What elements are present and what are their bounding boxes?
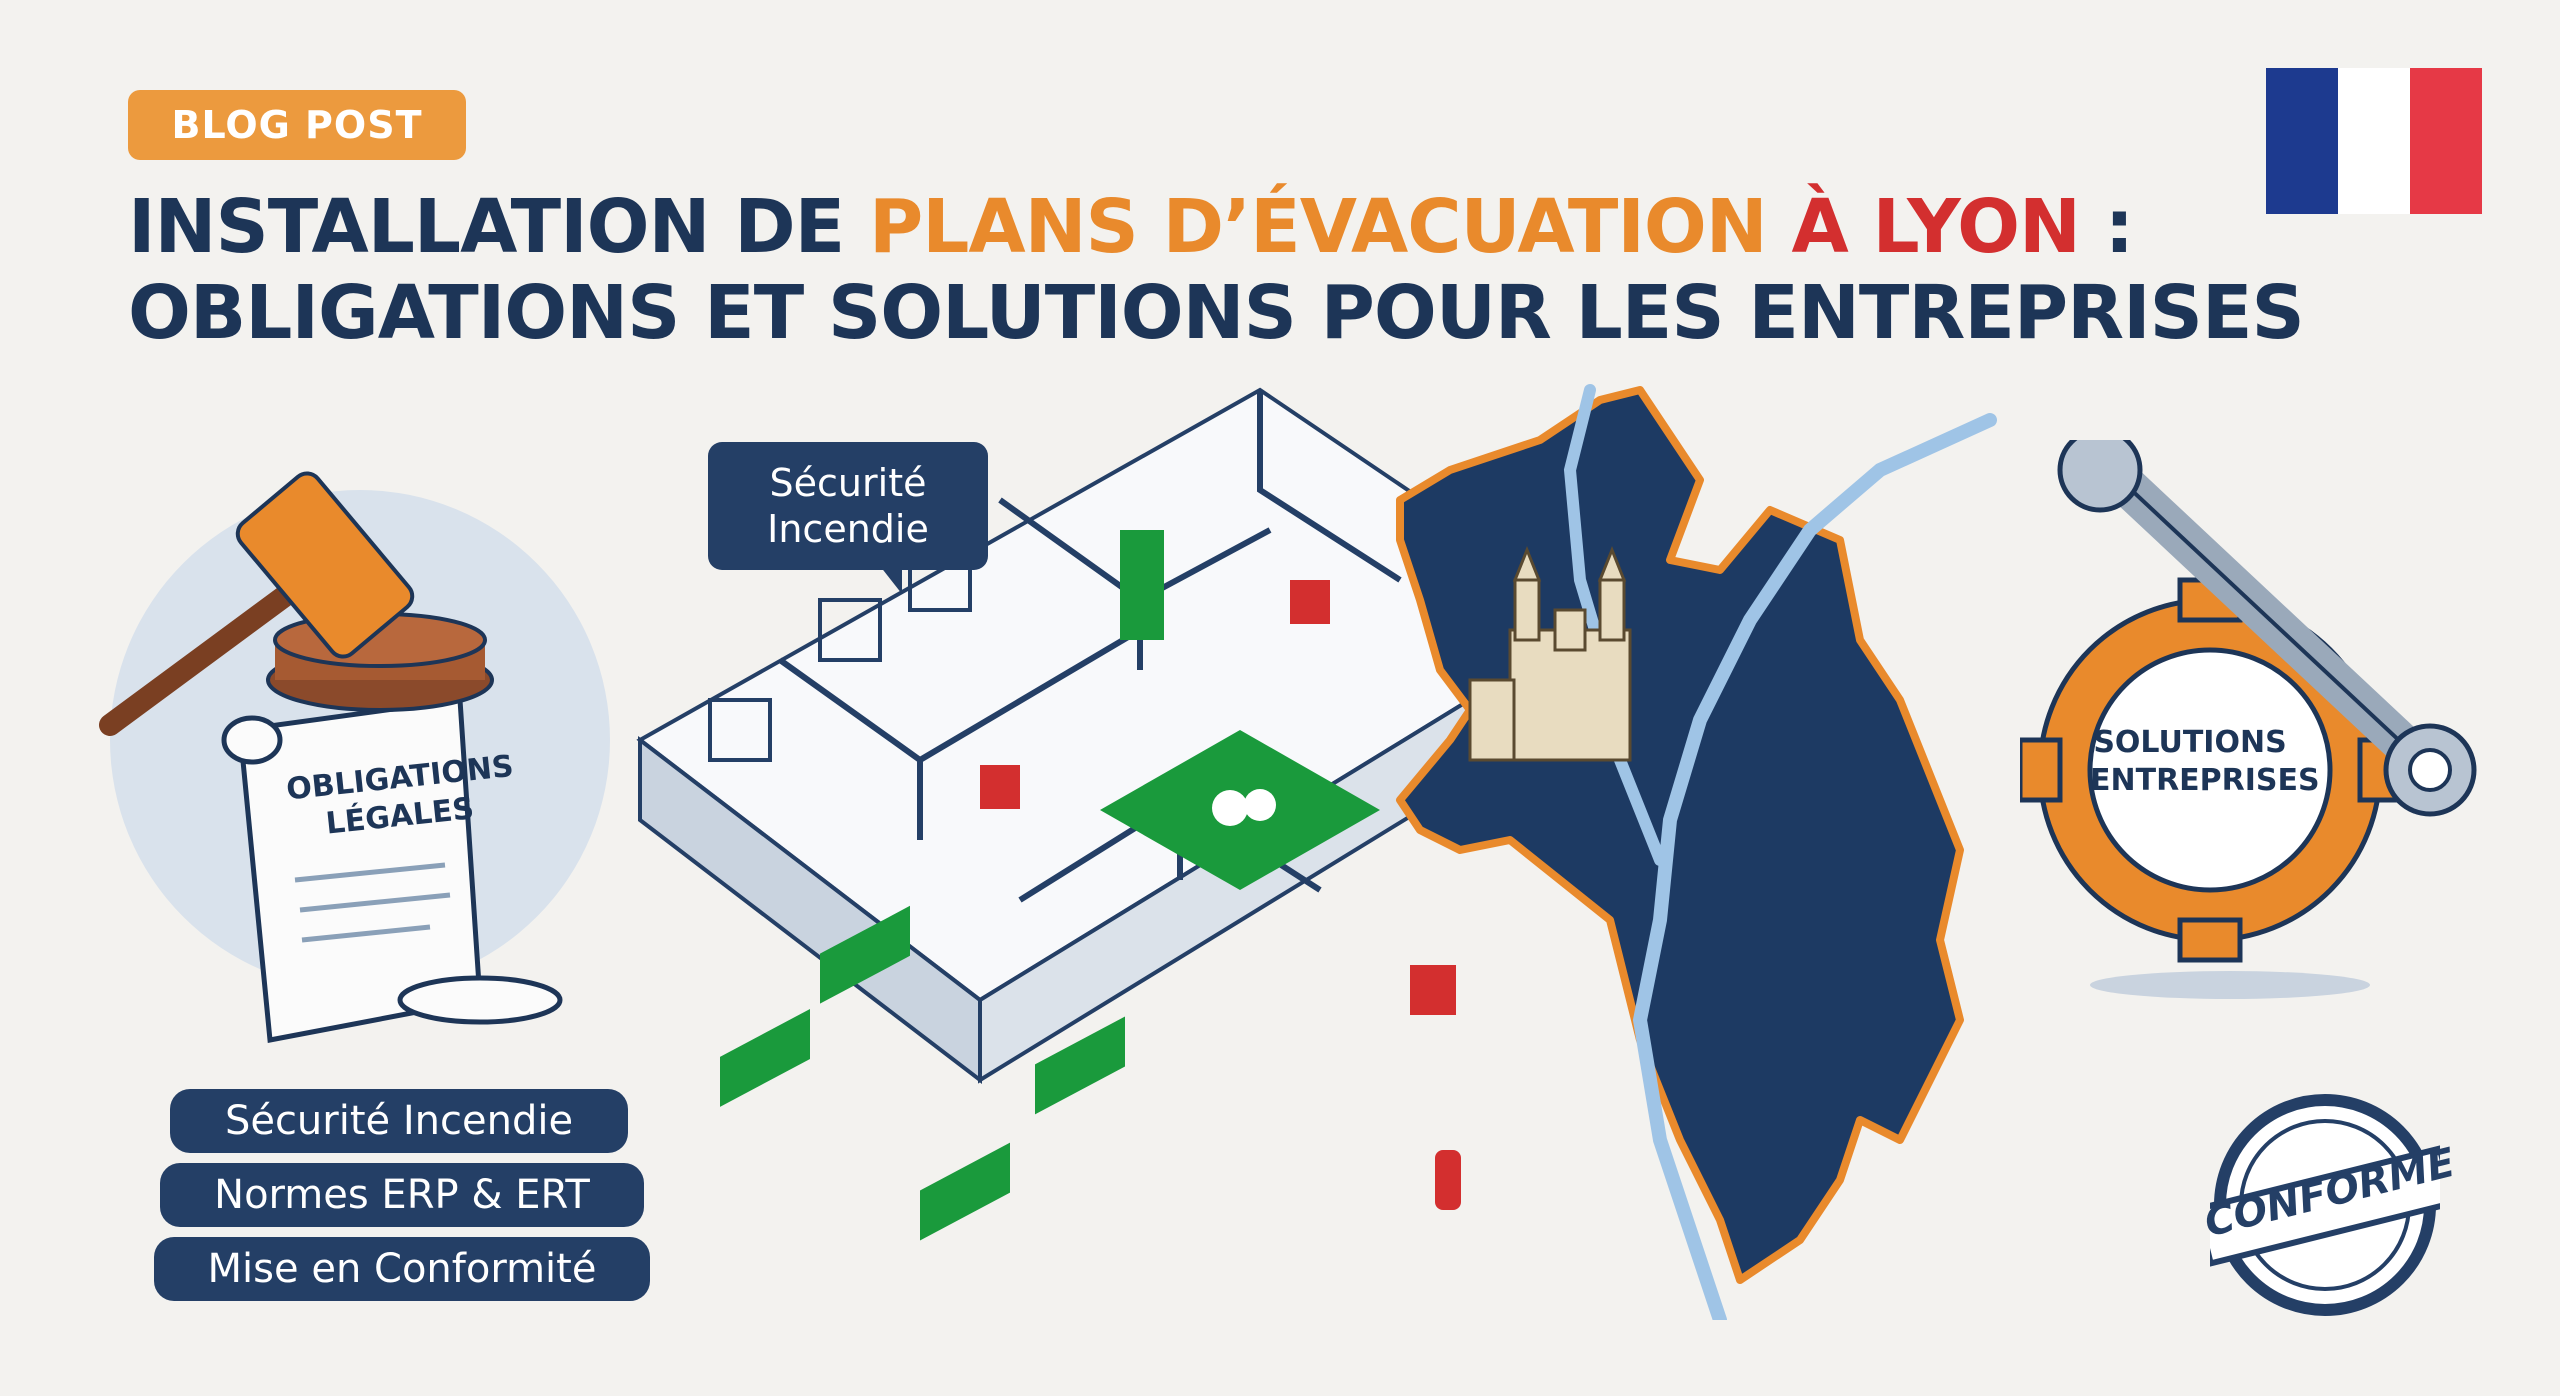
exit-sign-icon xyxy=(720,530,1164,1241)
solutions-illustration xyxy=(2020,440,2477,999)
scroll-icon xyxy=(221,697,563,1043)
france-flag-icon xyxy=(2266,68,2482,214)
conforme-stamp-icon xyxy=(2210,1094,2440,1316)
assembly-point-icon xyxy=(1100,730,1380,890)
fire-extinguisher-icon xyxy=(980,580,1461,1210)
tag-mise-en-conformite: Mise en Conformité xyxy=(154,1237,650,1301)
gavel-icon xyxy=(99,471,494,736)
evacuation-floor-plan xyxy=(636,387,1604,1241)
gear-label-line2: ENTREPRISES xyxy=(2090,763,2320,798)
blog-post-badge: BLOG POST xyxy=(128,90,466,160)
callout-line2: Incendie xyxy=(767,507,929,551)
cathedral-icon xyxy=(1468,545,1632,762)
gear-icon xyxy=(2020,577,2403,963)
tag-normes-erp-ert: Normes ERP & ERT xyxy=(160,1163,644,1227)
wrench-icon xyxy=(2057,440,2477,817)
title-part-3: À LYON xyxy=(1791,184,2080,270)
gear-label: SOLUTIONS ENTREPRISES xyxy=(2090,724,2320,800)
title-part-1: INSTALLATION DE xyxy=(128,184,869,270)
page-title-line2: OBLIGATIONS ET SOLUTIONS POUR LES ENTREP… xyxy=(128,270,2305,356)
fire-safety-callout: Sécurité Incendie xyxy=(708,442,988,570)
legal-illustration xyxy=(99,471,610,1043)
title-part-4: : xyxy=(2079,184,2135,270)
callout-line1: Sécurité xyxy=(769,461,927,505)
title-part-2: PLANS D’ÉVACUATION xyxy=(868,184,1792,270)
callout-tail xyxy=(880,566,902,594)
gear-label-line1: SOLUTIONS xyxy=(2093,725,2287,760)
lyon-map xyxy=(1396,384,1997,1320)
page-title-line1: INSTALLATION DE PLANS D’ÉVACUATION À LYO… xyxy=(128,184,2135,270)
tag-securite-incendie: Sécurité Incendie xyxy=(170,1089,628,1153)
